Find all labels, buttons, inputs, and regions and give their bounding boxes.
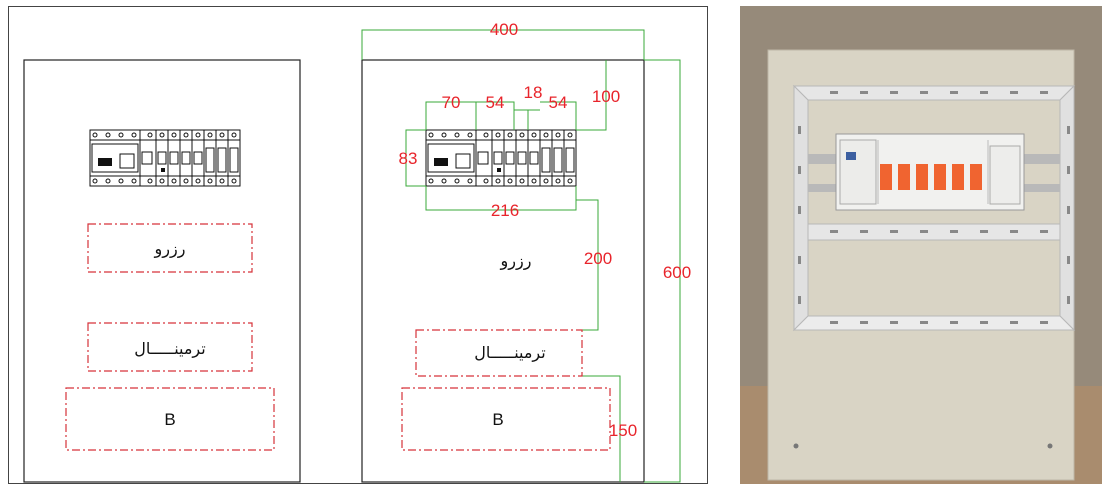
left-reserve-label: رزرو bbox=[154, 239, 186, 259]
frame-bars bbox=[792, 84, 1076, 332]
dim-600: 600 bbox=[663, 263, 691, 282]
dim-54a: 54 bbox=[486, 93, 505, 112]
left-enclosure bbox=[23, 59, 301, 483]
left-terminal-label: ترمینـــــال bbox=[134, 339, 205, 359]
dim-400: 400 bbox=[490, 20, 518, 39]
cabinet-photo bbox=[740, 6, 1102, 484]
dimension-lines bbox=[361, 29, 681, 483]
dim-150: 150 bbox=[609, 421, 637, 440]
right-b-label: B bbox=[492, 410, 503, 429]
dim-18: 18 bbox=[524, 83, 543, 102]
right-enclosure bbox=[361, 59, 645, 483]
left-b-label: B bbox=[164, 410, 175, 429]
right-terminal-label: ترمینـــــال bbox=[474, 343, 545, 363]
dim-70: 70 bbox=[442, 93, 461, 112]
right-reserve-label: رزرو bbox=[500, 251, 532, 271]
right-terminal-box bbox=[415, 329, 583, 377]
left-terminal-box bbox=[87, 322, 253, 372]
dim-54b: 54 bbox=[549, 93, 568, 112]
drawing-frame bbox=[8, 6, 708, 484]
right-breaker-assembly bbox=[425, 129, 577, 187]
left-b-box bbox=[65, 387, 275, 451]
dim-200: 200 bbox=[584, 249, 612, 268]
left-reserve-box bbox=[87, 223, 253, 273]
dim-83: 83 bbox=[399, 149, 418, 168]
right-b-box bbox=[401, 387, 611, 451]
dim-216: 216 bbox=[491, 201, 519, 220]
cabinet-illustration bbox=[740, 6, 1102, 484]
breaker-modules bbox=[835, 133, 1025, 211]
dim-100: 100 bbox=[592, 87, 620, 106]
left-breaker-assembly bbox=[89, 129, 241, 187]
